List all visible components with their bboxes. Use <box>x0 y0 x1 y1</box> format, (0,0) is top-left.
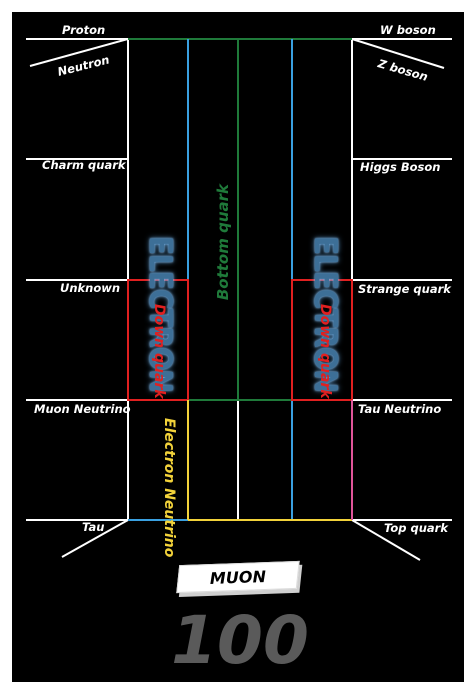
label-tau: Tau <box>82 520 105 534</box>
label-charm-quark: Charm quark <box>42 158 126 172</box>
label-higgs-boson: Higgs Boson <box>360 160 441 174</box>
neutron-line <box>29 38 129 67</box>
board-grid <box>26 38 452 561</box>
top-quark-diagonal <box>351 519 421 561</box>
game-board: Proton Neutron W boson Z boson Charm qua… <box>12 12 464 682</box>
z-boson-line <box>351 38 445 69</box>
current-card-label: MUON <box>209 566 267 588</box>
label-muon-neutrino: Muon Neutrino <box>34 402 131 416</box>
label-unknown: Unknown <box>60 281 121 295</box>
tile-electron-left[interactable]: ELECTRON <box>142 236 178 392</box>
label-w-boson: W boson <box>380 23 436 37</box>
label-tau-neutrino: Tau Neutrino <box>358 402 442 416</box>
label-top-quark: Top quark <box>384 521 448 535</box>
current-card[interactable]: MUON <box>176 560 300 594</box>
label-proton: Proton <box>62 23 106 37</box>
tile-electron-neutrino[interactable]: Electron Neutrino <box>161 418 177 558</box>
tile-down-quark-left[interactable]: Down quark <box>151 304 167 399</box>
score: 100 <box>171 602 309 679</box>
label-strange-quark: Strange quark <box>358 282 451 296</box>
tau-diagonal <box>61 519 129 558</box>
tile-bottom-quark[interactable]: Bottom quark <box>214 184 232 301</box>
tile-down-quark-right[interactable]: Down quark <box>317 304 333 399</box>
tile-electron-right[interactable]: ELECTRON <box>307 236 343 392</box>
